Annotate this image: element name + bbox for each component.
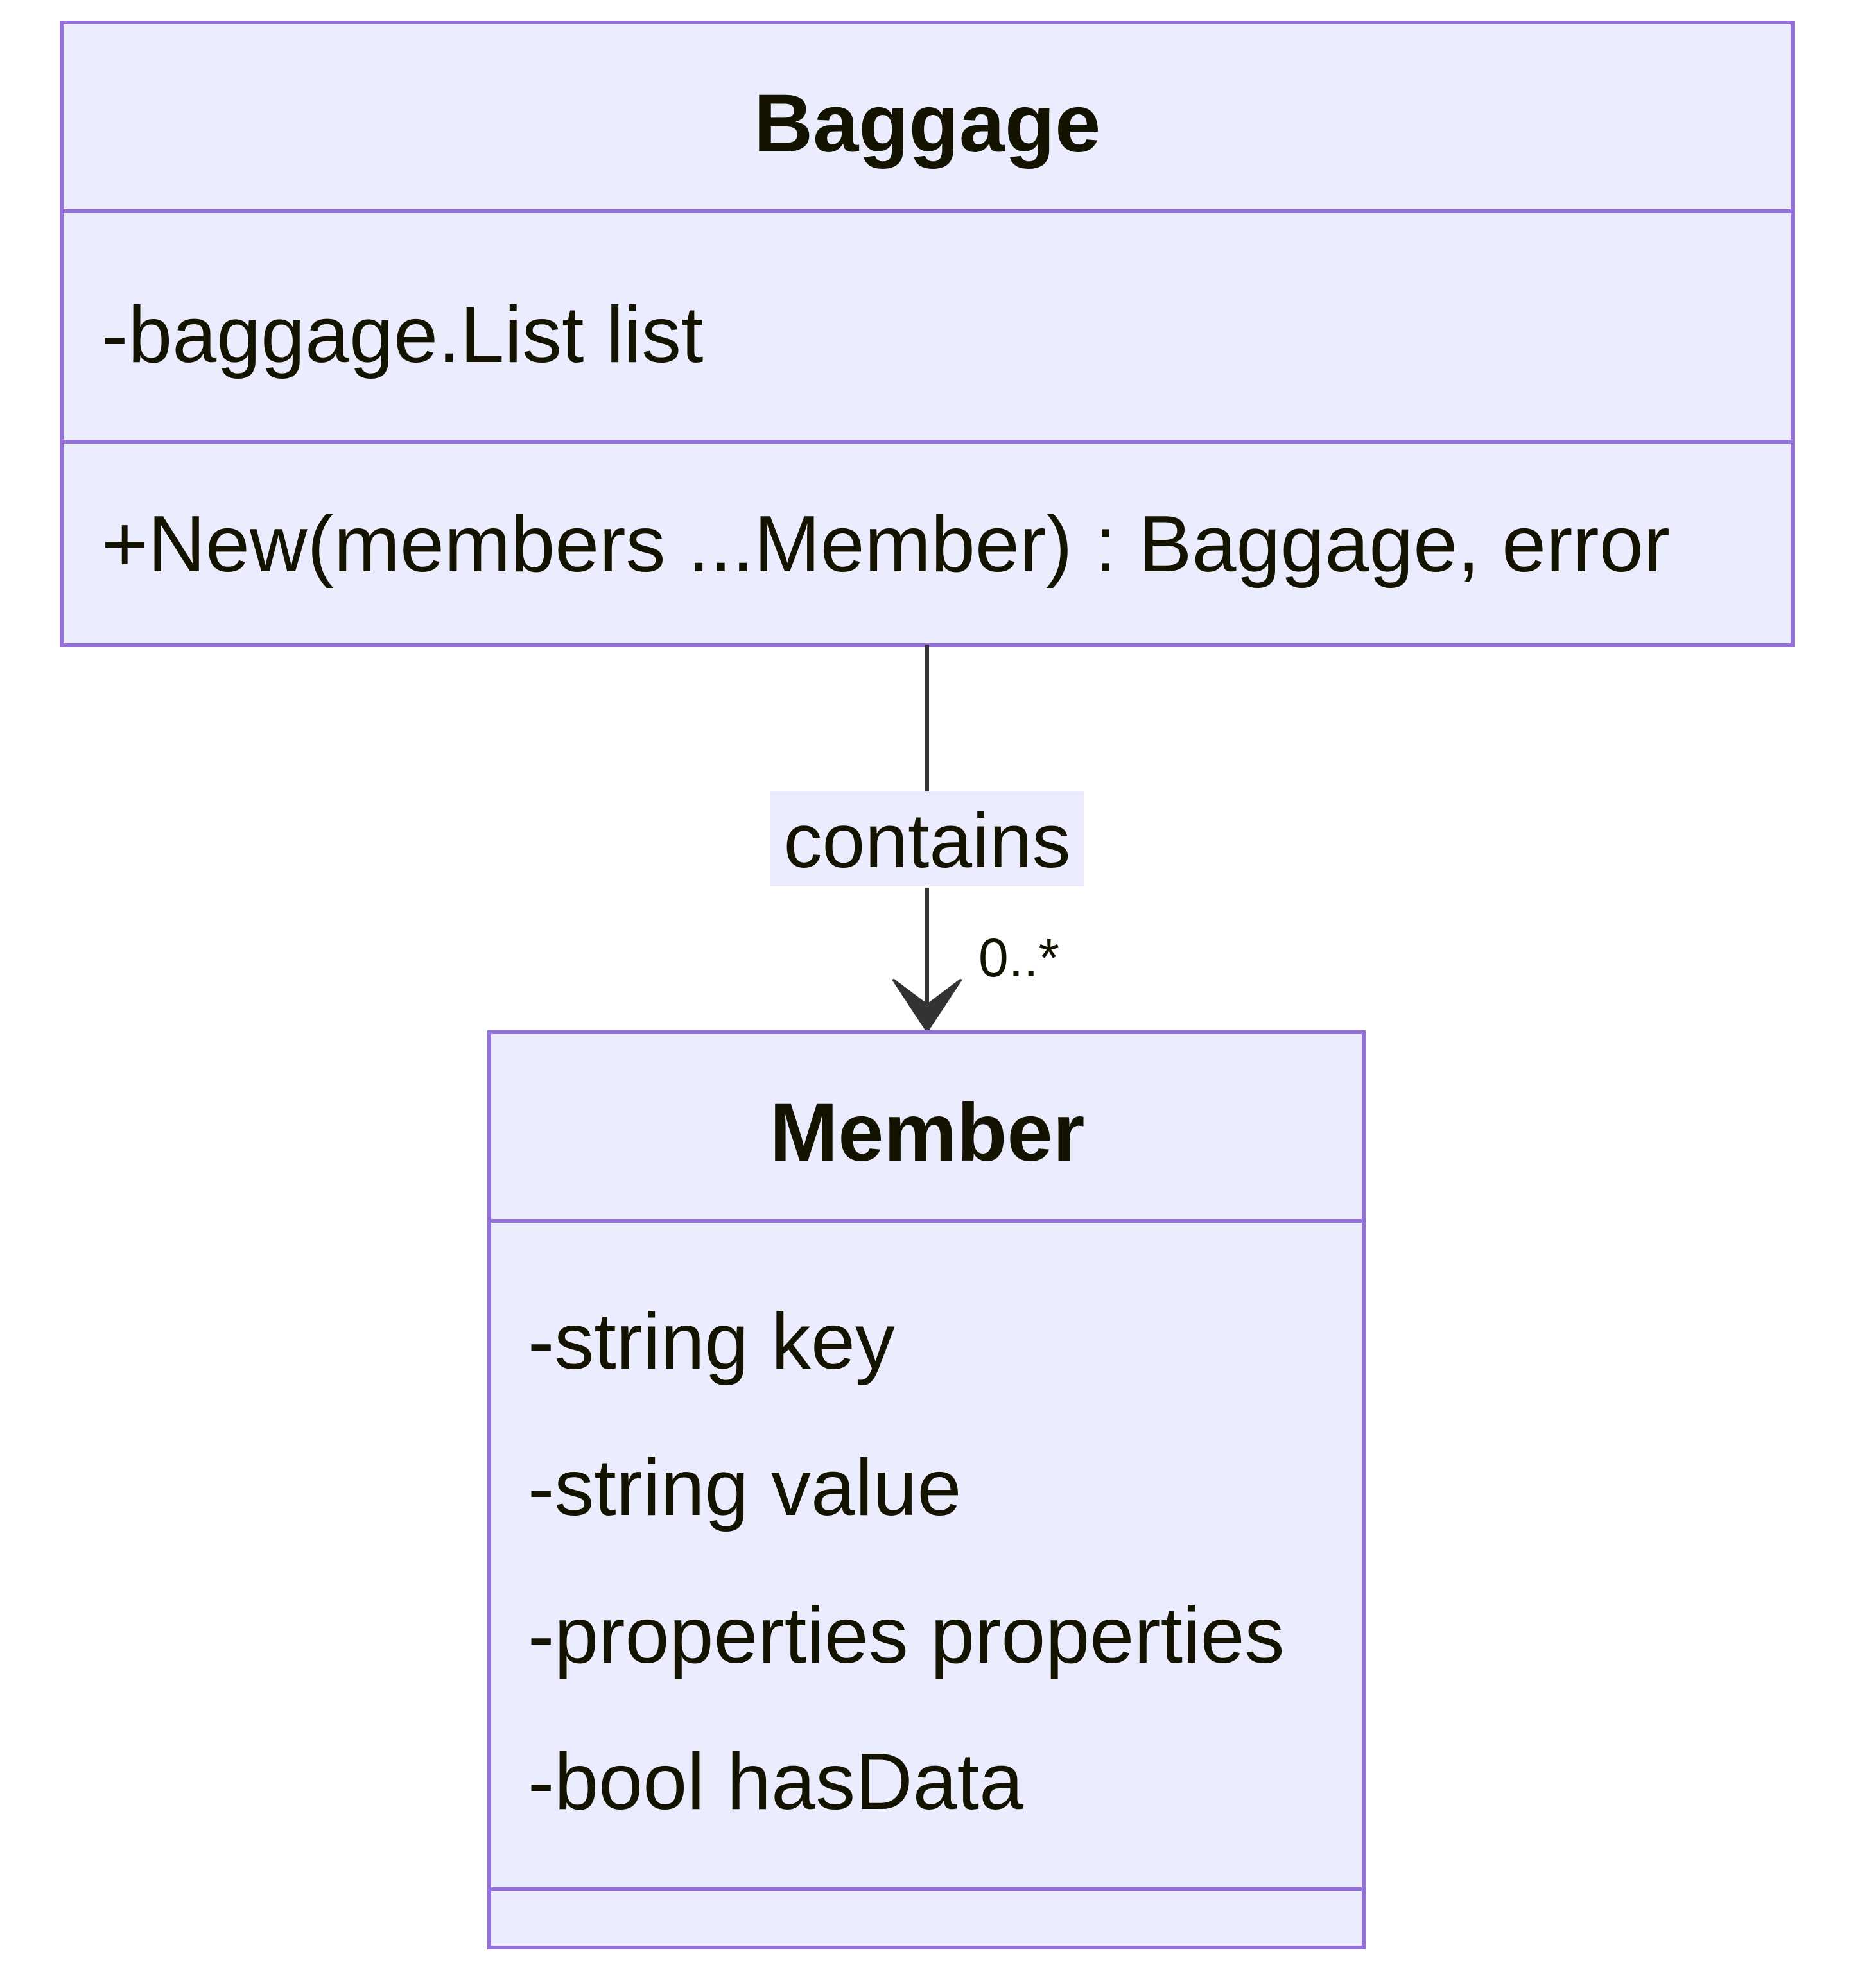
class-member-attribute: -string value bbox=[528, 1444, 961, 1532]
class-member-attribute: -bool hasData bbox=[528, 1738, 1023, 1826]
relation-contains: contains 0..* bbox=[770, 645, 1084, 1032]
class-member-name: Member bbox=[770, 1087, 1085, 1179]
class-baggage-name: Baggage bbox=[754, 78, 1101, 169]
class-member-box bbox=[487, 1030, 1366, 1949]
relation-label: contains bbox=[784, 798, 1071, 884]
class-baggage-box bbox=[60, 21, 1795, 647]
class-baggage-attribute: -baggage.List list bbox=[101, 291, 703, 379]
class-member-attribute: -string key bbox=[528, 1297, 895, 1386]
relation-label-background bbox=[770, 791, 1084, 886]
class-baggage: Baggage -baggage.List list +New(members … bbox=[60, 21, 1795, 647]
open-arrow-icon bbox=[892, 979, 962, 1032]
class-baggage-method: +New(members ...Member) : Baggage, error bbox=[101, 500, 1670, 589]
class-member: Member -string key -string value -proper… bbox=[487, 1030, 1366, 1949]
relation-multiplicity: 0..* bbox=[978, 928, 1059, 988]
class-member-attribute: -properties properties bbox=[528, 1591, 1285, 1680]
